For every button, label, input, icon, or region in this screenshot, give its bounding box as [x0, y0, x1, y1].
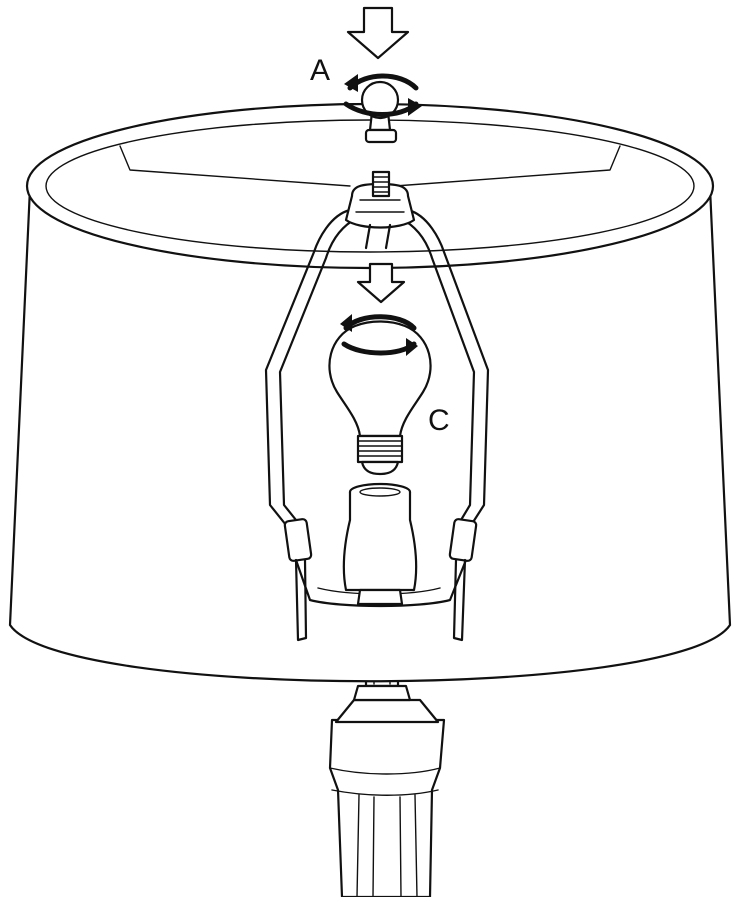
threaded-rod	[373, 172, 389, 196]
lamp-base	[330, 700, 444, 897]
lamp-socket	[344, 484, 416, 604]
bulb-label: C	[428, 404, 450, 437]
down-arrow-icon	[348, 8, 408, 58]
finial-label: A	[310, 54, 330, 87]
